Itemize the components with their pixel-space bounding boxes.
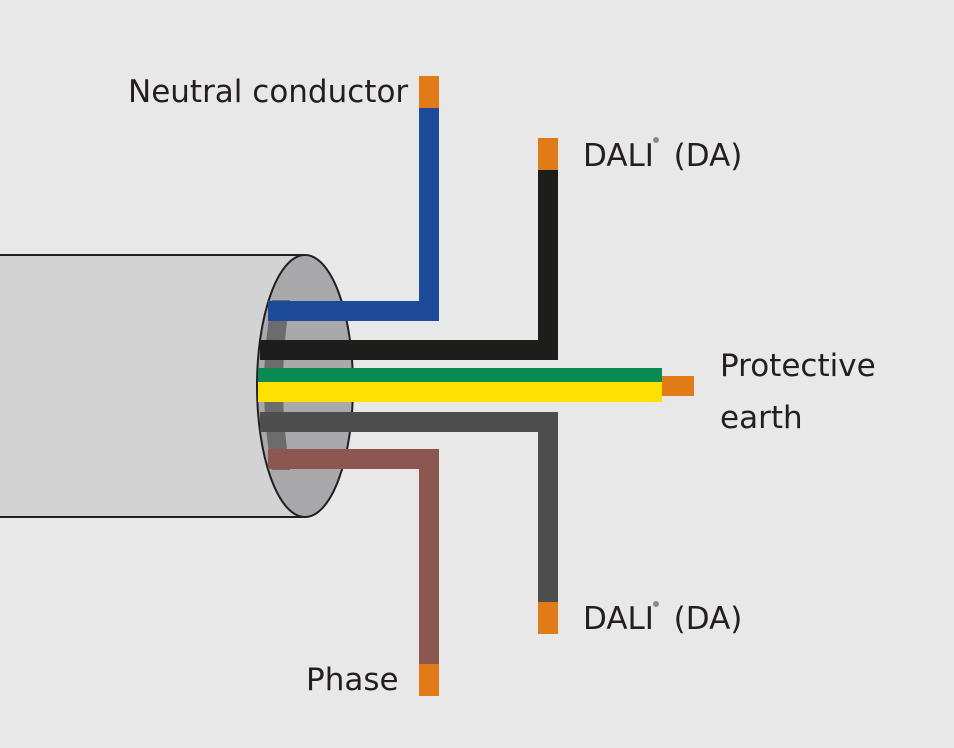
dali-bottom-copper-tip <box>538 602 558 634</box>
dali-top-abbr: (DA) <box>673 138 743 174</box>
dali-top-dot <box>653 137 659 143</box>
neutral-copper-tip <box>419 76 439 108</box>
phase-label: Phase <box>306 662 399 698</box>
dali-top-name: DALI <box>583 138 654 174</box>
pe-copper-tip <box>662 376 694 396</box>
phase-wire <box>268 449 439 666</box>
dali-top-wire <box>260 168 558 360</box>
dali-bottom-name: DALI <box>583 601 654 637</box>
protective-earth-label: Protective earth <box>720 340 876 444</box>
protective-earth-line1: Protective <box>720 348 876 384</box>
protective-earth-line2: earth <box>720 400 803 436</box>
pe-wire-green <box>258 368 662 382</box>
dali-bottom-dot <box>653 601 659 607</box>
cable-sheath <box>0 255 305 517</box>
dali-bottom-abbr: (DA) <box>673 601 743 637</box>
neutral-wire <box>268 106 439 321</box>
dali-bottom-label: DALI (DA) <box>583 601 742 637</box>
dali-bottom-wire <box>260 412 558 604</box>
phase-copper-tip <box>419 664 439 696</box>
dali-top-label: DALI (DA) <box>583 138 742 174</box>
pe-wire-yellow <box>258 382 662 402</box>
neutral-conductor-label: Neutral conductor <box>128 74 409 110</box>
dali-top-copper-tip <box>538 138 558 170</box>
